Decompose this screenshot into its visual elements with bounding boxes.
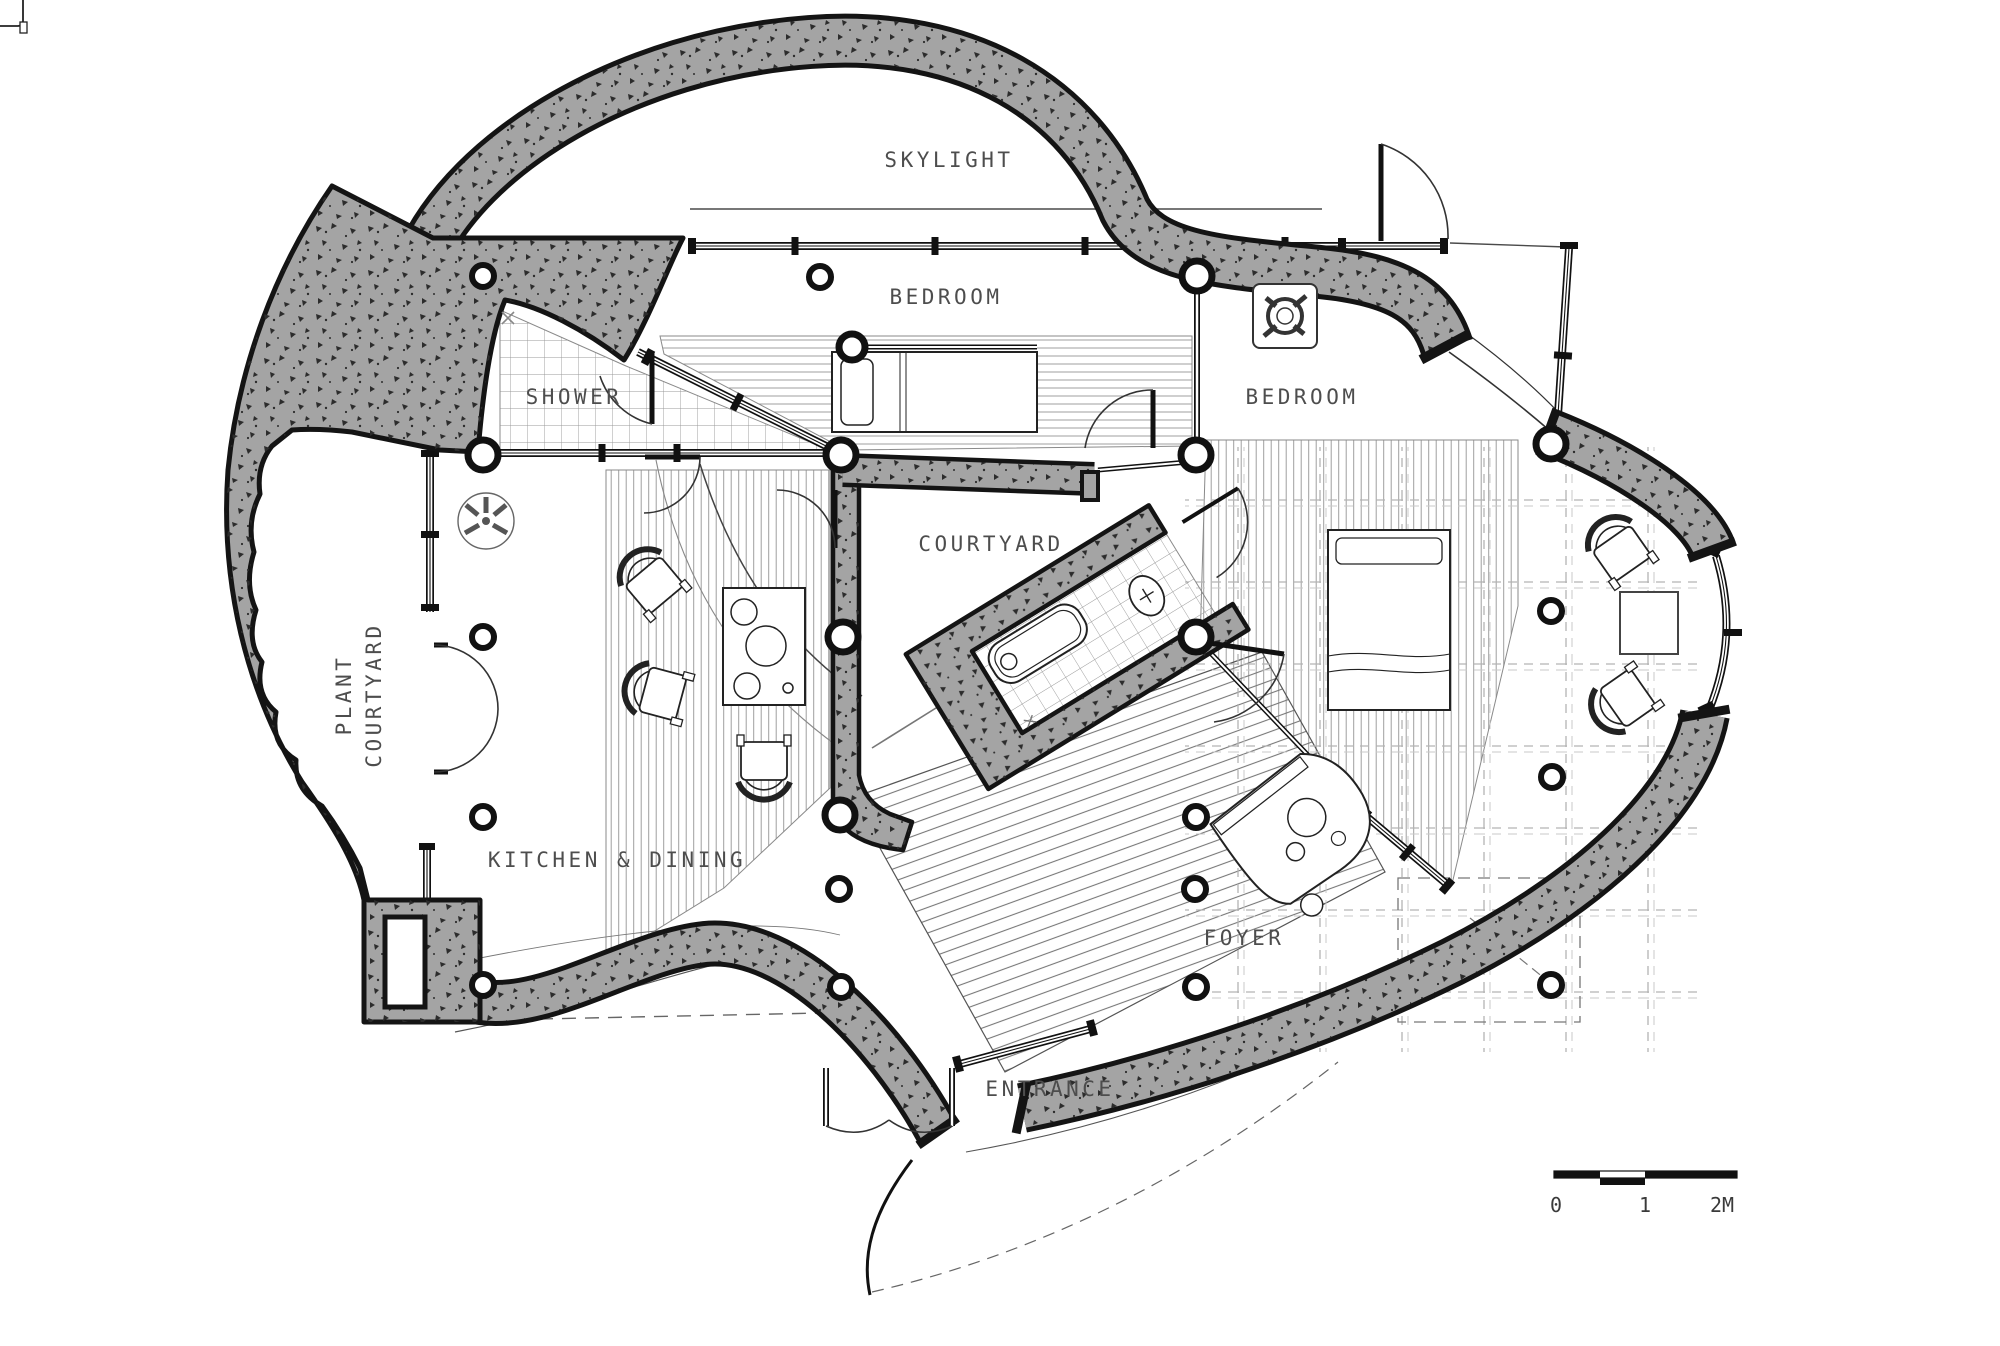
label-bedroom-right: BEDROOM (1245, 385, 1358, 409)
dining-chair-icon (737, 735, 791, 800)
scale-bar: 0 1 2M (1550, 1170, 1738, 1217)
label-kitchen-dining: KITCHEN & DINING (488, 848, 746, 872)
entrance-double-door (823, 1068, 955, 1134)
label-skylight: SKYLIGHT (884, 148, 1013, 172)
structural-columns (464, 257, 1570, 1001)
bedroom-top-door (599, 352, 655, 425)
scale-label-0: 0 (1550, 1193, 1562, 1217)
grand-piano-icon (1209, 752, 1371, 917)
courtyard-east-thin-wall (1097, 459, 1189, 473)
double-bed-icon (1327, 529, 1451, 711)
scale-label-2m: 2M (1710, 1193, 1734, 1217)
west-wall-mass (224, 183, 686, 1025)
kitchen-courtyard-door (643, 454, 701, 514)
entrance-dashed-arc (871, 1061, 1339, 1293)
bathroom-pod (903, 486, 1251, 792)
shower-head-icon (501, 311, 515, 325)
reference-lines (454, 208, 1693, 1296)
entrance-side-window (958, 1024, 1096, 1068)
kitchen-island-icon (722, 587, 806, 706)
room-labels: SKYLIGHT BEDROOM BEDROOM SHOWER COURTYAR… (332, 148, 1358, 1101)
label-plant-courtyard-line2: COURTYARD (362, 622, 386, 767)
kitchen-roof-dashed (492, 1011, 869, 1021)
doors (433, 143, 1449, 1134)
label-entrance: ENTRANCE (985, 1077, 1114, 1101)
kitchen-wood-floor (605, 469, 831, 953)
ceiling-fan-icon (457, 492, 515, 550)
fireplace-niche (382, 914, 428, 1010)
courtyard-west-door (776, 489, 838, 549)
scale-label-1: 1 (1639, 1193, 1651, 1217)
label-shower: SHOWER (526, 385, 623, 409)
east-curved-window (1705, 554, 1731, 712)
bedroom-right-west-door (1201, 639, 1285, 723)
label-foyer: FOYER (1204, 926, 1285, 950)
bathroom-door (1181, 486, 1249, 579)
single-bed-icon (831, 351, 1038, 433)
dome-wall-band (395, 13, 1473, 356)
label-courtyard: COURTYARD (918, 532, 1063, 556)
label-bedroom-top: BEDROOM (889, 285, 1002, 309)
entrance-outer-arc (865, 1159, 914, 1296)
south-wall-band (464, 920, 959, 1144)
southeast-wall-band (1017, 708, 1730, 1133)
wall-link-line (1449, 242, 1567, 248)
east-vertical-window (1553, 247, 1573, 431)
roof-arc-a (1448, 351, 1550, 431)
bedroom-right-north-door (1084, 389, 1156, 449)
roof-arc-b (1461, 329, 1561, 415)
ceiling-fan-icon (1252, 283, 1318, 349)
concrete-walls (224, 13, 1737, 1150)
courtyard-north-wall (842, 453, 1100, 502)
wall-node (464, 257, 1570, 834)
furniture (0, 0, 1679, 917)
bathtub-icon (987, 603, 1088, 684)
shower-cross-mark (1023, 714, 1037, 728)
side-table-icon (1619, 591, 1679, 655)
toilet-icon (1128, 575, 1166, 617)
column (469, 262, 1566, 1001)
east-wall-band (1540, 409, 1736, 560)
plant-courtyard-double-door (433, 642, 499, 775)
courtyard-curve-b (655, 459, 851, 756)
top-right-exterior-door (1378, 143, 1449, 241)
label-plant-courtyard-line1: PLANT (332, 655, 356, 736)
dashed-canopy-square (1397, 877, 1581, 1023)
wall-end-caps (915, 329, 1737, 1150)
